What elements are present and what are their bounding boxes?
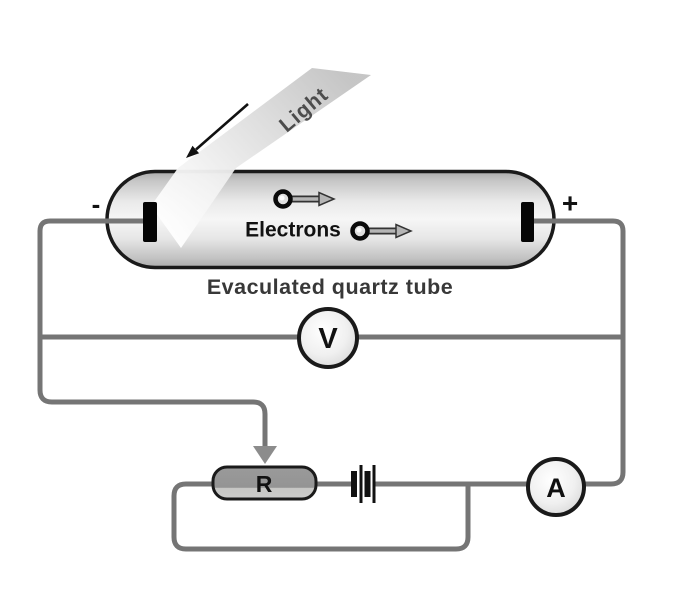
cathode-electrode — [143, 202, 157, 242]
light-arrow-shaft — [195, 103, 249, 151]
light-direction-arrow-icon — [186, 103, 249, 158]
cathode-sign-label: - — [92, 189, 101, 219]
battery-bar-short — [364, 471, 371, 497]
battery-bar-tall — [372, 465, 376, 503]
light-beam — [151, 68, 371, 248]
tube-caption: Evaculated quartz tube — [207, 275, 453, 299]
resistor-label: R — [256, 471, 273, 497]
electron-highlight — [356, 227, 362, 233]
electron-icon — [273, 189, 336, 209]
electron-highlight — [279, 195, 285, 201]
battery-bar-tall — [359, 465, 363, 503]
anode-ammeter-wire — [527, 218, 626, 487]
electron-icon — [350, 221, 413, 241]
voltmeter-label: V — [318, 323, 338, 355]
resistor-loop-wire — [171, 481, 471, 552]
anode-sign-label: + — [562, 188, 578, 219]
battery-bar-short — [351, 471, 357, 497]
electron-arrow-head — [318, 191, 336, 207]
anode-electrode — [521, 202, 534, 242]
cathode-wiper-wire — [37, 218, 268, 449]
voltmeter — [297, 307, 359, 369]
electrons-label: Electrons — [245, 219, 341, 242]
rheostat-wiper-arrowhead-icon — [253, 446, 277, 464]
electron-arrow-head — [395, 223, 413, 239]
ammeter — [526, 457, 586, 517]
ammeter-label: A — [546, 473, 566, 503]
light-arrow-head — [186, 145, 200, 158]
resistor — [211, 465, 318, 501]
battery-icon — [351, 465, 376, 503]
